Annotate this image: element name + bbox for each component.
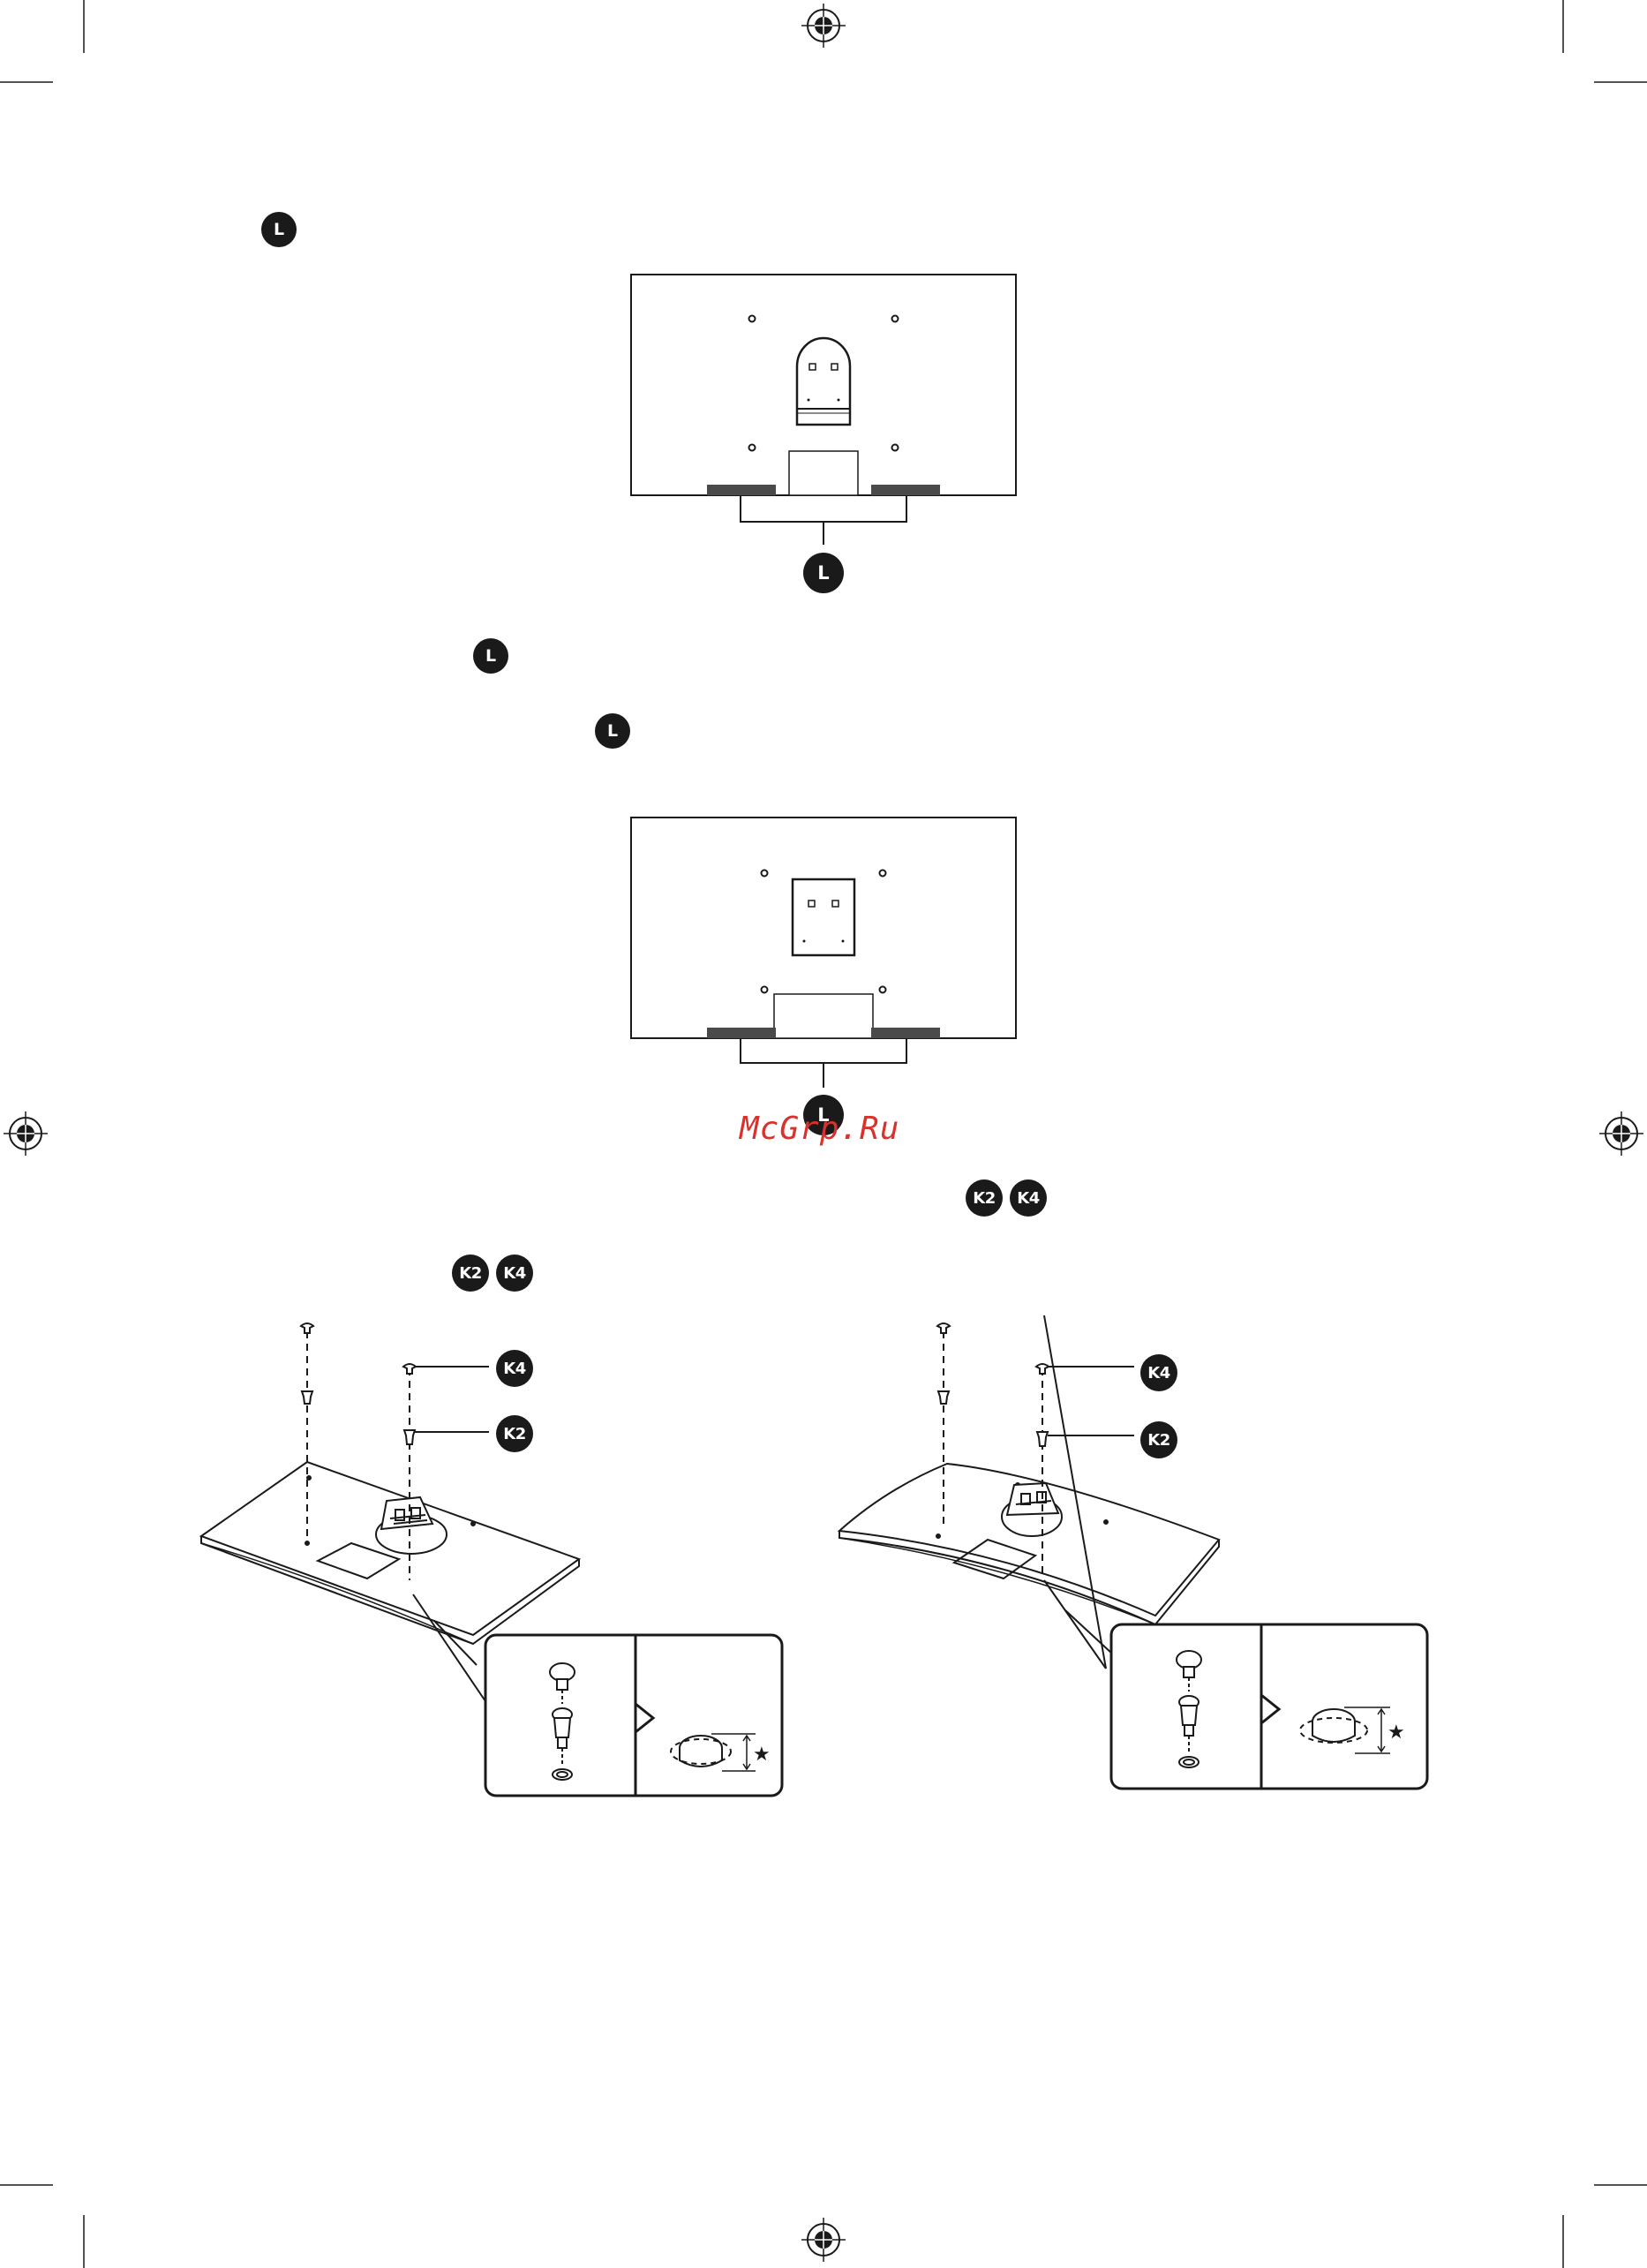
- part-k2-callout-right: K2: [1140, 1421, 1177, 1458]
- registration-mark-bottom-icon: [801, 2218, 846, 2262]
- tv-back-diagram-1: [622, 269, 1028, 561]
- part-k4-badge-left: K4: [496, 1255, 533, 1292]
- part-k2-callout-left: K2: [496, 1415, 533, 1452]
- part-k4-callout-right: K4: [1140, 1354, 1177, 1391]
- part-k2-badge-left: K2: [452, 1255, 489, 1292]
- registration-mark-left-icon: [4, 1111, 48, 1156]
- part-l-badge-inline-1: L: [473, 638, 508, 674]
- star-marker-right: ★: [1388, 1722, 1405, 1744]
- stand-assembly-left: [194, 1315, 812, 1810]
- star-marker-left: ★: [753, 1744, 771, 1766]
- part-l-badge: L: [261, 212, 297, 247]
- registration-mark-right-icon: [1599, 1111, 1643, 1156]
- tv-back-diagram-2: [622, 812, 1028, 1104]
- part-k2-badge-right: K2: [966, 1179, 1003, 1217]
- registration-mark-top-icon: [801, 4, 846, 48]
- watermark: McGrp.Ru: [740, 1111, 899, 1147]
- part-l-callout-badge-1: L: [803, 553, 844, 593]
- part-l-badge-inline-2: L: [595, 713, 630, 749]
- part-k4-badge-right: K4: [1010, 1179, 1047, 1217]
- part-k4-callout-left: K4: [496, 1350, 533, 1387]
